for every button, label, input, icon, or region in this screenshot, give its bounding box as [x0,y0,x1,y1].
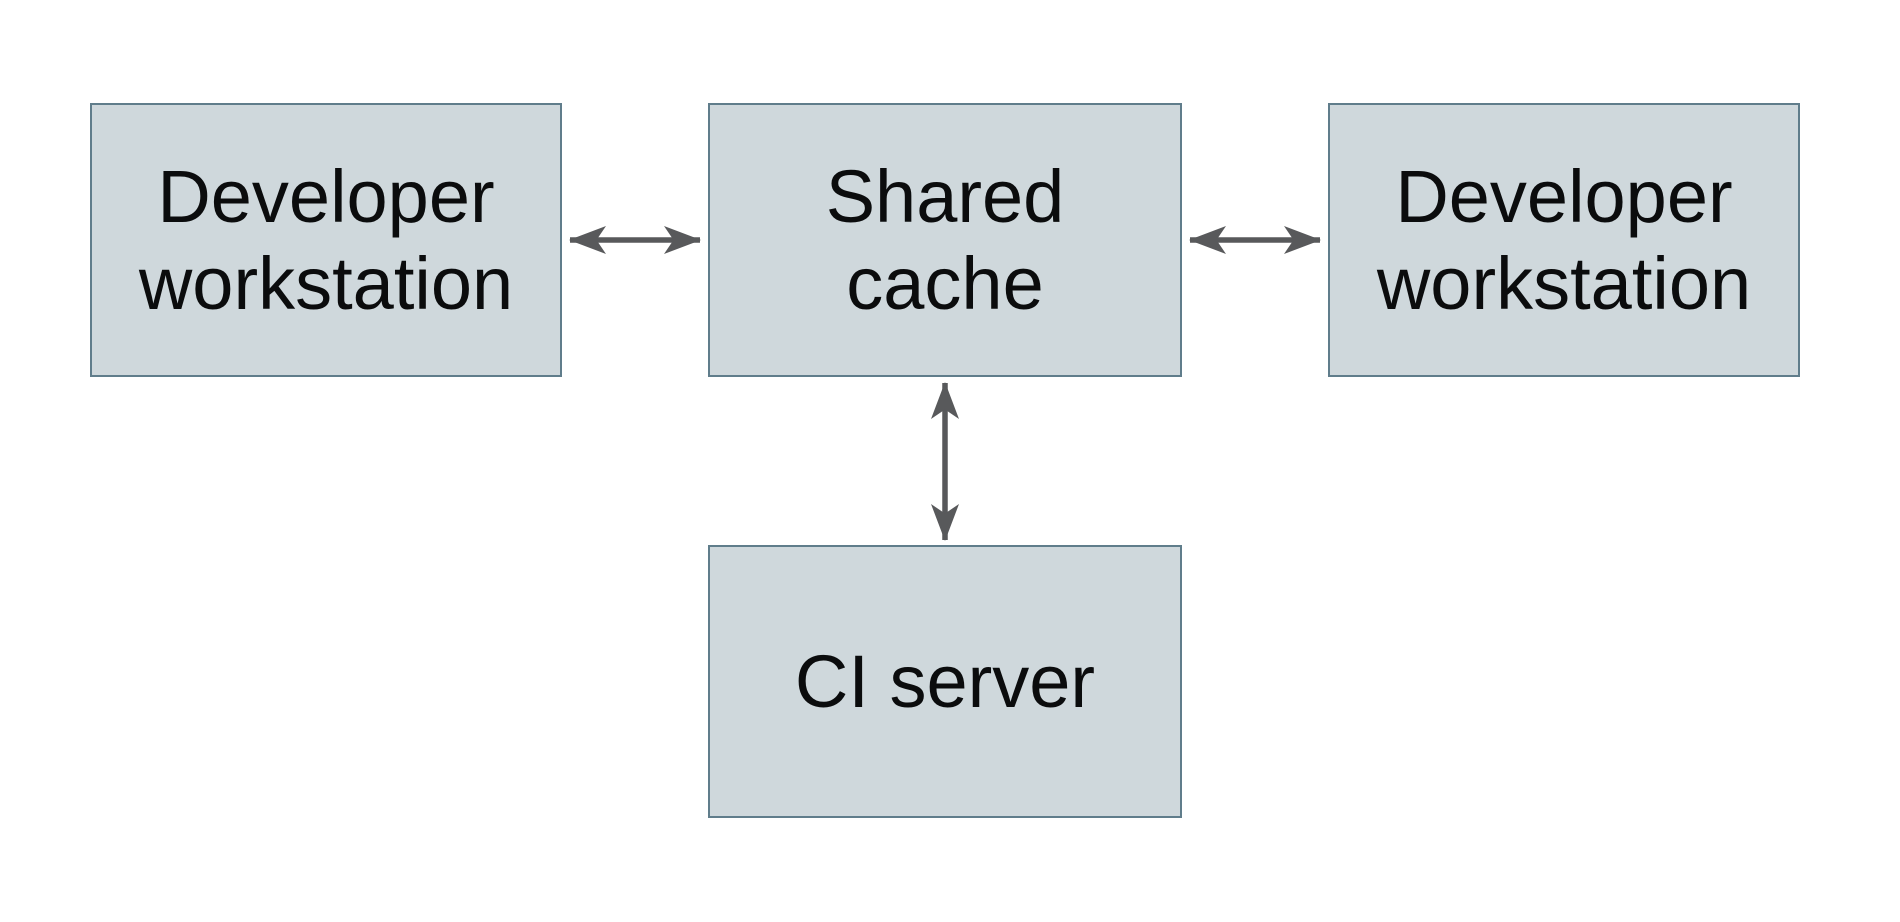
node-developer-workstation-left-label: Developer workstation [138,154,514,325]
node-ci-server-label: CI server [794,639,1096,723]
node-shared-cache: Shared cache [708,103,1182,377]
node-developer-workstation-left: Developer workstation [90,103,562,377]
node-developer-workstation-right-label: Developer workstation [1376,154,1752,325]
node-developer-workstation-right: Developer workstation [1328,103,1800,377]
node-shared-cache-label: Shared cache [825,154,1065,325]
node-ci-server: CI server [708,545,1182,818]
